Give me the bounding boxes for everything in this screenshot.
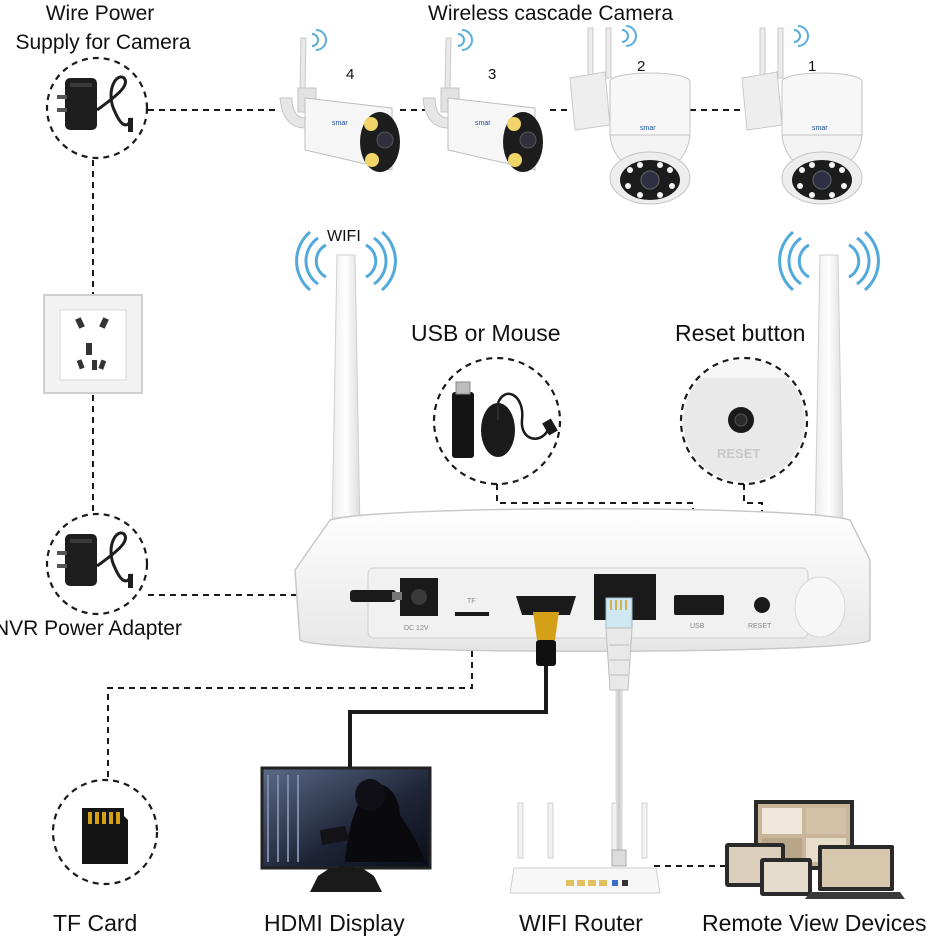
wifi-router-icon [509,802,661,894]
reset-closeup-label: RESET [717,446,760,461]
hdmi-port [516,596,576,615]
hdmi-monitor-icon [260,766,432,892]
label-wire-power-line1: Wire Power [45,2,155,25]
wifi-waves-left [295,230,397,292]
camera-4-bullet: smar [279,37,400,172]
nvr-power-adapter-icon [57,531,134,588]
usb-mouse-closeup [452,381,558,458]
tf-slot-label: TF [467,598,476,605]
reset-port: RESET [748,597,772,630]
wall-outlet-icon [43,294,143,394]
tf-slot: TF [455,598,489,616]
wire-power-adapter-icon [57,75,134,132]
label-usb-or-mouse: USB or Mouse [411,320,561,346]
label-hdmi-display: HDMI Display [264,910,405,936]
camera-3-brand: smar [475,120,491,127]
wifi-waves-right [778,230,880,292]
camera-4-brand: smar [332,120,348,127]
dc-plug [350,590,402,602]
connection-lines [92,109,763,867]
hdmi-cable [348,612,559,770]
camera-1-brand: smar [812,125,828,132]
dashed-circles [45,56,809,886]
nvr-device: DC 12V TF USB RESET [294,508,871,652]
reset-port-label: RESET [748,623,772,630]
lan-cable [605,597,633,850]
camera-wifi-signals [311,25,809,51]
label-wire-power-line2: Supply for Camera [15,31,191,54]
usb-port: USB [674,595,724,630]
usb-port-label: USB [690,623,705,630]
tf-card-icon [82,808,128,864]
label-wifi: WIFI [327,228,361,245]
dc-port: DC 12V [400,578,438,632]
camera-2-ptz: smar [569,27,691,205]
line-tf-to-card [107,618,473,782]
camera-2-brand: smar [640,125,656,132]
camera-1-ptz: smar [741,27,863,205]
camera-3-number: 3 [488,66,497,83]
camera-4-number: 4 [346,66,355,83]
label-reset-button: Reset button [675,320,806,346]
label-wireless-cascade: Wireless cascade Camera [428,2,674,25]
label-tf-card: TF Card [53,910,138,936]
remote-devices-icon [725,800,905,899]
camera-1-number: 1 [808,58,817,75]
camera-3-bullet: smar [422,37,543,172]
label-wifi-router: WIFI Router [519,910,643,936]
label-nvr-power-adapter: NVR Power Adapter [0,617,182,640]
camera-2-number: 2 [637,58,646,75]
label-remote-view-devices: Remote View Devices [702,910,927,936]
dc-port-label: DC 12V [404,625,429,632]
